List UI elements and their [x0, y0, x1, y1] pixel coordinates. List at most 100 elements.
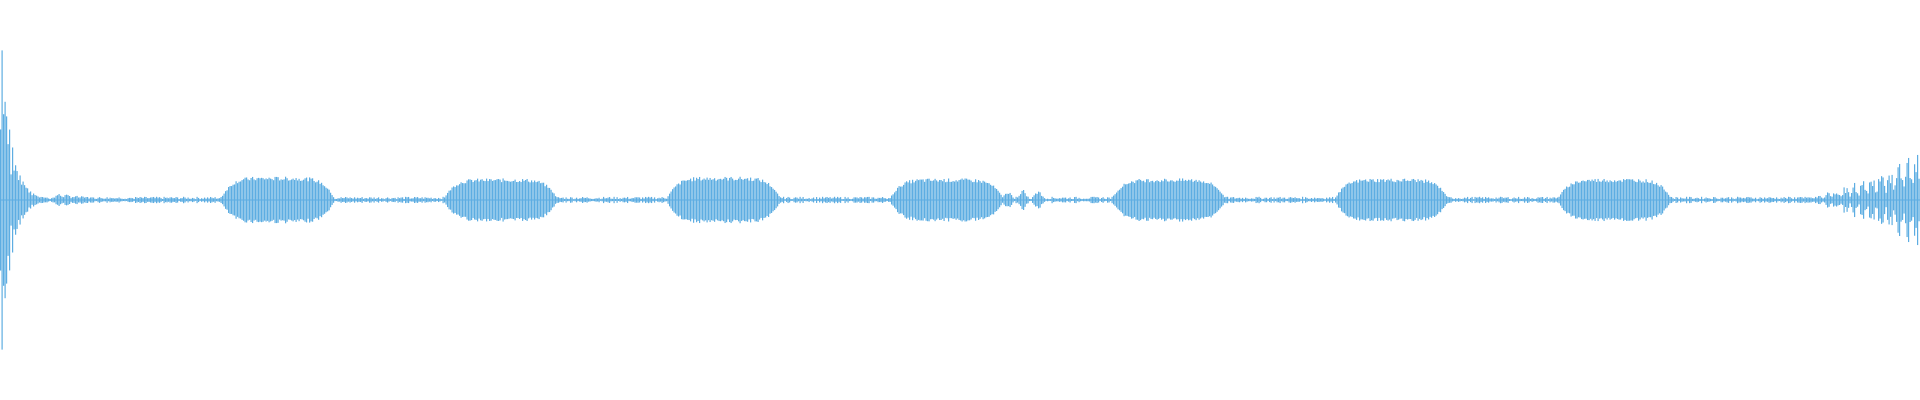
waveform-sample: [1231, 197, 1233, 203]
waveform-sample: [480, 179, 482, 221]
waveform-sample: [58, 194, 60, 206]
waveform-sample: [1669, 196, 1671, 204]
waveform-sample: [384, 199, 386, 201]
waveform-sample: [1906, 162, 1908, 238]
waveform-sample: [42, 197, 44, 203]
waveform-sample: [1287, 198, 1289, 202]
waveform-sample: [1852, 187, 1854, 213]
waveform-sample: [558, 197, 560, 203]
waveform-sample: [388, 198, 390, 202]
waveform-sample: [312, 178, 314, 222]
waveform-sample: [1653, 184, 1655, 216]
waveform-sample: [355, 198, 357, 202]
waveform-sample: [1041, 195, 1043, 205]
waveform-sample: [1266, 197, 1268, 203]
waveform-sample: [1450, 197, 1452, 203]
waveform-sample: [1521, 198, 1523, 202]
waveform-sample: [1585, 181, 1587, 219]
waveform-sample: [1743, 197, 1745, 203]
waveform-sample: [1714, 197, 1716, 203]
waveform-sample: [66, 194, 68, 206]
waveform-sample: [876, 198, 878, 202]
waveform-sample: [807, 198, 809, 202]
waveform-sample: [675, 186, 677, 214]
waveform-sample: [939, 179, 941, 221]
waveform-sample: [802, 196, 804, 204]
waveform-sample: [1318, 197, 1320, 203]
waveform-sample: [1896, 178, 1898, 222]
waveform-sample: [1866, 190, 1868, 210]
waveform-sample: [511, 181, 513, 219]
waveform-sample: [1756, 199, 1758, 201]
waveform-sample: [306, 177, 308, 223]
waveform-sample: [1062, 197, 1064, 203]
waveform-sample: [813, 197, 815, 203]
waveform-sample: [753, 180, 755, 220]
waveform-sample: [550, 189, 552, 211]
waveform-sample: [502, 178, 504, 222]
waveform-sample: [1362, 180, 1364, 220]
waveform-sample: [1603, 178, 1605, 222]
waveform-sample: [361, 197, 363, 203]
waveform-sample: [1077, 198, 1079, 202]
waveform-sample: [679, 184, 681, 216]
waveform-sample: [1758, 198, 1760, 202]
waveform-sample: [1812, 198, 1814, 202]
waveform-sample: [303, 179, 305, 221]
waveform-sample: [327, 188, 329, 212]
waveform-sample: [1159, 182, 1161, 218]
waveform-sample: [1764, 197, 1766, 203]
waveform-sample: [1012, 197, 1014, 203]
waveform-sample: [1332, 196, 1334, 204]
waveform-sample: [249, 180, 251, 220]
waveform-sample: [252, 176, 254, 224]
waveform-sample: [1306, 197, 1308, 203]
waveform-sample: [642, 197, 644, 203]
waveform-sample: [421, 197, 423, 203]
waveform-sample: [1710, 198, 1712, 202]
waveform-sample: [1357, 182, 1359, 218]
waveform-sample: [888, 198, 890, 202]
waveform-sample: [1842, 195, 1844, 205]
waveform-sample: [1782, 198, 1784, 202]
waveform-sample: [1635, 181, 1637, 219]
waveform-sample: [744, 178, 746, 222]
waveform-sample: [1806, 197, 1808, 203]
waveform-sample: [439, 198, 441, 202]
waveform-sample: [715, 180, 717, 220]
waveform-sample: [1870, 181, 1872, 219]
waveform-sample: [703, 178, 705, 222]
waveform-sample: [529, 182, 531, 218]
waveform-sample: [1210, 182, 1212, 218]
waveform-sample: [1096, 196, 1098, 204]
waveform-sample: [180, 198, 182, 202]
waveform-sample: [975, 179, 977, 221]
waveform-sample: [1738, 197, 1740, 203]
waveform-sample: [1495, 197, 1497, 203]
waveform-sample: [1690, 197, 1692, 203]
waveform-sample: [1633, 180, 1635, 220]
waveform-sample: [31, 195, 33, 205]
waveform-sample: [528, 181, 530, 219]
waveform-sample: [1405, 180, 1407, 220]
waveform-sample: [84, 197, 86, 203]
waveform-sample: [625, 198, 627, 202]
waveform-sample: [582, 197, 584, 203]
waveform-sample: [204, 197, 206, 203]
waveform-sample: [678, 183, 680, 217]
waveform-sample: [957, 181, 959, 219]
waveform-sample: [43, 197, 45, 203]
waveform-sample: [640, 198, 642, 202]
waveform-sample: [720, 178, 722, 222]
waveform-sample: [504, 180, 506, 220]
waveform-sample: [178, 199, 180, 201]
waveform-sample: [730, 176, 732, 224]
waveform-sample: [1809, 197, 1811, 203]
waveform-sample: [465, 183, 467, 217]
waveform-sample: [1540, 197, 1542, 203]
waveform-sample: [1746, 197, 1748, 203]
waveform-sample: [747, 178, 749, 222]
waveform-sample: [288, 180, 290, 220]
waveform-sample: [1392, 181, 1394, 219]
waveform-sample: [1878, 179, 1880, 221]
